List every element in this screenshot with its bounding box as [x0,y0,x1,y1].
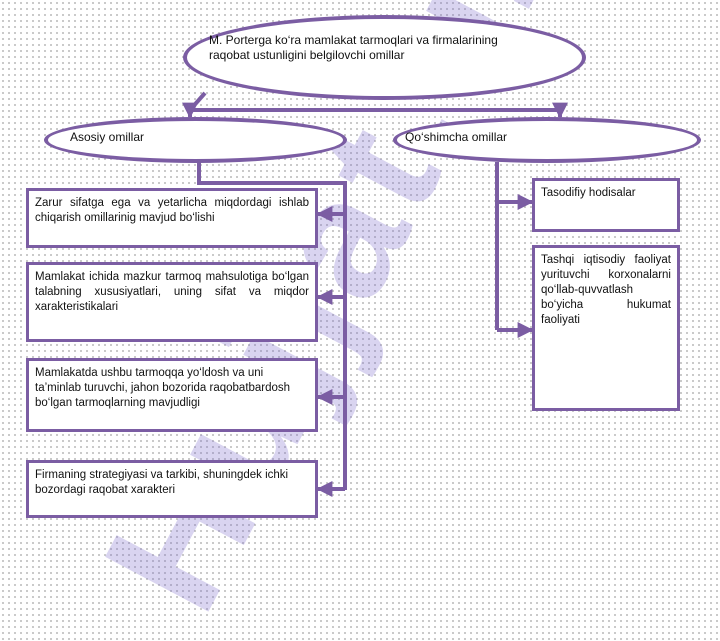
main-factor-text-3: Mamlakatda ushbu tarmoqqa yo‘ldosh va un… [35,367,291,409]
main-factor-box-3: Mamlakatda ushbu tarmoqqa yo‘ldosh va un… [26,358,318,432]
additional-factors-oval: Qo‘shimcha omillar [393,117,701,163]
diagram-title: M. Porterga ko‘ra mamlakat tarmoqlari va… [209,33,498,62]
main-factor-text-2: Mamlakat ichida mazkur tarmoq mahsulotig… [35,271,309,313]
connector-title-left-a [188,91,207,112]
main-factors-label: Asosiy omillar [70,130,145,144]
connector-lines [182,91,568,497]
main-factors-oval: Asosiy omillar [44,117,347,163]
main-factor-text-1: Zarur sifatga ega va yetarlicha miqdorda… [35,197,309,224]
additional-factor-text-2: Tashqi iqtisodiy faoliyat yurituvchi kor… [541,254,671,326]
title-oval: M. Porterga ko‘ra mamlakat tarmoqlari va… [183,15,586,100]
main-factor-box-2: Mamlakat ichida mazkur tarmoq mahsulotig… [26,262,318,342]
additional-factor-text-1: Tasodifiy hodisalar [541,187,636,199]
additional-factor-box-2: Tashqi iqtisodiy faoliyat yurituvchi kor… [532,245,680,411]
main-factor-box-1: Zarur sifatga ega va yetarlicha miqdorda… [26,188,318,248]
connector-main-trunk [197,162,347,490]
main-factor-box-4: Firmaning strategiyasi va tarkibi, shuni… [26,460,318,518]
main-factor-text-4: Firmaning strategiyasi va tarkibi, shuni… [35,469,289,496]
additional-factor-box-1: Tasodifiy hodisalar [532,178,680,232]
additional-factors-label: Qo‘shimcha omillar [405,130,508,144]
